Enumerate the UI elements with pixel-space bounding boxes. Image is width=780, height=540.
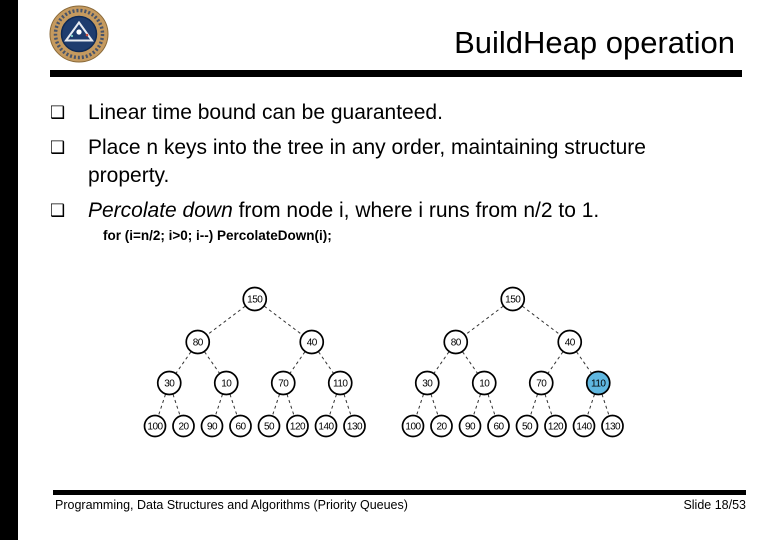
tree-node-label: 110 (591, 379, 606, 390)
tree-node (585, 370, 611, 396)
tree-node (200, 414, 224, 438)
tree-node-label: 130 (347, 422, 363, 433)
code-line: for (i=n/2; i>0; i--) PercolateDown(i); (103, 228, 332, 243)
tree-node-label: 60 (235, 422, 246, 433)
tree-node-label: 90 (207, 422, 218, 433)
bullet-line-2: property. (88, 164, 170, 187)
tree-node-label: 110 (333, 379, 348, 390)
footer-course-label: Programming, Data Structures and Algorit… (55, 498, 408, 512)
tree-node-label: 10 (479, 379, 490, 390)
square-bullet-icon: ❑ (50, 103, 66, 123)
tree-node (500, 286, 526, 312)
tree-node-label: 30 (422, 379, 433, 390)
tree-node-label: 120 (548, 422, 564, 433)
tree-node (544, 414, 567, 438)
tree-node-label: 90 (465, 422, 476, 433)
square-bullet-icon: ❑ (50, 201, 66, 221)
tree-node-label: 150 (247, 295, 263, 306)
tree-node-label: 80 (193, 338, 204, 349)
tree-node-label: 70 (278, 379, 289, 390)
tree-node (286, 414, 309, 438)
bullet-item-linear-bound: ❑ Linear time bound can be guaranteed. (50, 99, 758, 127)
tree-node-label: 150 (505, 295, 521, 306)
tree-node-label: 140 (576, 422, 592, 433)
tree-node-label: 100 (405, 422, 421, 433)
bullet-italic-segment: Percolate down (88, 199, 233, 222)
tree-node-label: 40 (307, 338, 318, 349)
bullet-text: Linear time bound can be guaranteed. (88, 101, 443, 124)
tree-node-label: 120 (290, 422, 306, 433)
tree-node (156, 370, 182, 396)
tree-node (557, 329, 583, 355)
tree-node (213, 370, 239, 396)
heap-trees-diagram: 150 80 40 30 10 70 110 100 20 90 60 50 120 140 130 150 8… (143, 286, 624, 438)
tree-node (471, 370, 497, 396)
tree-node (443, 329, 469, 355)
footer-rule (53, 490, 746, 495)
tree-node-label: 50 (264, 422, 275, 433)
bullet-text: Percolate down from node i, where i runs… (88, 197, 758, 225)
bullet-item-place-keys: ❑ Place n keys into the tree in any orde… (50, 134, 758, 190)
tree-node-label: 20 (178, 422, 189, 433)
bullet-line-1: Place n keys into the tree in any order,… (88, 136, 646, 159)
seal-icon (49, 5, 109, 63)
bullet-regular-segment: from node i, where i runs from n/2 to 1. (232, 199, 600, 222)
heap-tree-left: 150 80 40 30 10 70 110 100 20 90 60 50 120 140 130 (143, 286, 366, 438)
tree-node (601, 414, 624, 438)
page-title: BuildHeap operation (454, 25, 735, 60)
footer: Programming, Data Structures and Algorit… (55, 498, 746, 512)
tree-node (143, 414, 167, 438)
tree-node (528, 370, 554, 396)
tree-node-label: 30 (164, 379, 175, 390)
tree-node (242, 286, 268, 312)
tree-node (515, 414, 539, 438)
tree-node-label: 20 (436, 422, 447, 433)
bullet-item-percolate-down: ❑ Percolate down from node i, where i ru… (50, 197, 758, 225)
bullet-text: Place n keys into the tree in any order,… (88, 134, 758, 190)
tree-node (229, 414, 252, 438)
tree-node (487, 414, 510, 438)
tree-node (270, 370, 296, 396)
tree-node (185, 329, 211, 355)
tree-node (314, 414, 338, 438)
tree-node (458, 414, 482, 438)
tree-node (430, 414, 453, 438)
tree-node (299, 329, 325, 355)
heap-tree-right: 150 80 40 30 10 70 110 100 20 90 60 50 120 140 130 (401, 286, 624, 438)
tree-node-label: 10 (221, 379, 232, 390)
tree-node-label: 50 (522, 422, 533, 433)
tree-node-label: 80 (451, 338, 462, 349)
tree-node-label: 130 (605, 422, 621, 433)
tree-node (343, 414, 366, 438)
square-bullet-icon: ❑ (50, 138, 66, 158)
tree-node (257, 414, 281, 438)
tree-node-label: 40 (565, 338, 576, 349)
header-rule (50, 70, 742, 77)
tree-node (327, 370, 353, 396)
left-edge-bar (0, 0, 18, 540)
tree-node-label: 70 (536, 379, 547, 390)
university-seal-logo (49, 5, 109, 63)
tree-node (401, 414, 425, 438)
tree-node-label: 100 (147, 422, 163, 433)
tree-node-label: 60 (493, 422, 504, 433)
tree-node (572, 414, 596, 438)
tree-node (414, 370, 440, 396)
tree-node (172, 414, 195, 438)
slide-number: Slide 18/53 (683, 498, 746, 512)
bullet-list: ❑ Linear time bound can be guaranteed. ❑… (50, 99, 758, 232)
tree-node-label: 140 (318, 422, 334, 433)
